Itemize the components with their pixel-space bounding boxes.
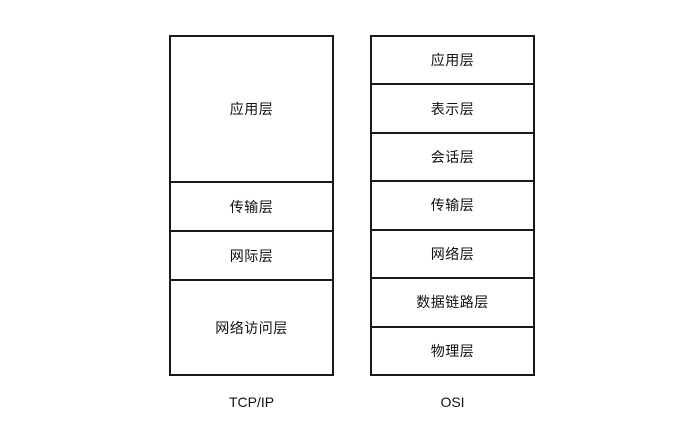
tcpip-layer-transport: 传输层: [171, 183, 332, 232]
tcpip-stack: 应用层 传输层 网际层 网络访问层: [169, 35, 334, 376]
osi-layer-presentation: 表示层: [372, 85, 533, 134]
tcpip-caption: TCP/IP: [228, 394, 275, 410]
osi-caption: OSI: [440, 394, 465, 410]
osi-layer-physical: 物理层: [430, 343, 475, 360]
osi-stack: 应用层 表示层 会话层 传输层 网络层 数据链路层 物理层: [370, 35, 535, 376]
tcpip-layer-application: 应用层: [171, 37, 332, 183]
osi-layer-session: 会话层: [372, 134, 533, 183]
tcpip-layer-network-access: 网络访问层: [215, 320, 288, 337]
osi-layer-application: 应用层: [372, 37, 533, 86]
osi-layer-transport: 传输层: [372, 182, 533, 231]
tcpip-layer-internet: 网际层: [171, 232, 332, 281]
osi-layer-network: 网络层: [372, 231, 533, 280]
osi-layer-data-link: 数据链路层: [372, 279, 533, 328]
